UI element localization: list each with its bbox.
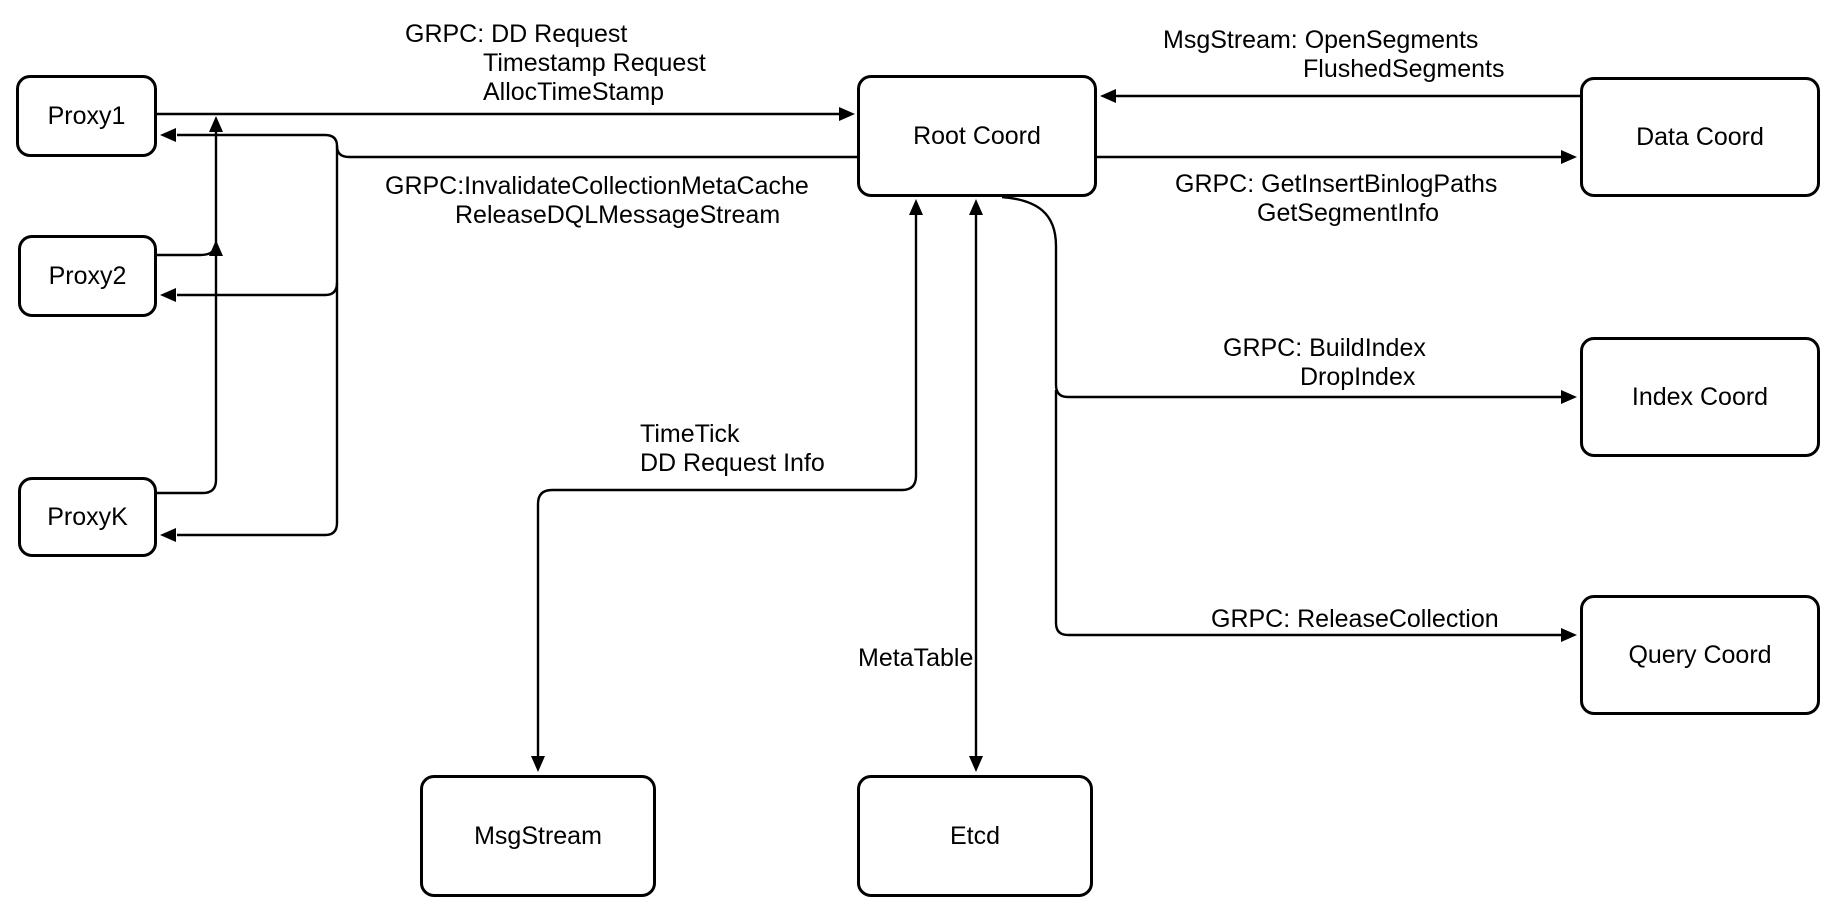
node-root-coord-label: Root Coord [913,121,1041,150]
label-metatable: MetaTable [858,644,973,673]
edge-proxies-to-rootcoord-arrowhead-right-icon [839,107,855,121]
label-timetick-line-1: TimeTick [640,420,740,448]
label-grpc-buildindex-line-1: GRPC: BuildIndex [1223,334,1426,362]
edge-rootcoord-etcd-arrowhead-down-icon [969,756,983,772]
edge-rootcoord-to-indexcoord [1001,195,1561,399]
label-grpc-getinsertbinlogpaths-line-1: GRPC: GetInsertBinlogPaths [1175,170,1498,198]
label-msgstream-opensegments-line-2: FlushedSegments [1303,55,1505,83]
node-data-coord-label: Data Coord [1636,122,1764,151]
node-index-coord-label: Index Coord [1631,382,1769,411]
edge-rootcoord-to-indexcoord-arrowhead-right-icon [1561,390,1577,404]
edge-rootcoord-msgstream-arrowhead-down-icon [531,756,545,772]
label-grpc-releasecollection: GRPC: ReleaseCollection [1211,605,1499,634]
edge-rootcoord-to-proxies [177,282,339,297]
edge-rootcoord-msgstream [536,214,918,757]
node-proxy2-label: Proxy2 [48,261,127,290]
label-grpc-dd-request-line-2: Timestamp Request [483,49,706,77]
label-grpc-getinsertbinlogpaths-line-2: GetSegmentInfo [1257,199,1440,227]
label-grpc-invalidate-line-1: GRPC:InvalidateCollectionMetaCache [385,172,809,200]
edge-rootcoord-to-proxies-arrowhead-left-icon [160,288,176,302]
edge-proxies-to-rootcoord-arrowhead-up-icon [209,116,223,132]
node-msgstream: MsgStream [420,775,656,897]
edge-proxies-to-rootcoord [157,132,218,495]
node-proxy1: Proxy1 [16,75,157,157]
edge-proxies-to-rootcoord [157,246,217,257]
edge-rootcoord-etcd-arrowhead-up-icon [969,199,983,215]
node-etcd: Etcd [857,775,1093,897]
edge-rootcoord-msgstream-arrowhead-up-icon [909,199,923,215]
edge-rootcoord-to-proxies-arrowhead-left-icon [160,128,176,142]
label-grpc-dd-request-line-1: GRPC: DD Request [405,20,628,48]
node-query-coord: Query Coord [1580,595,1820,715]
node-proxy1-label: Proxy1 [47,101,126,130]
label-timetick-line-2: DD Request Info [640,449,825,477]
edge-rootcoord-to-proxies [177,146,339,537]
edge-rootcoord-to-querycoord [1054,390,1561,637]
label-grpc-dd-request-line-3: AllocTimeStamp [483,78,665,106]
node-proxyk: ProxyK [18,477,157,557]
node-index-coord: Index Coord [1580,337,1820,457]
node-root-coord: Root Coord [857,75,1097,197]
node-data-coord: Data Coord [1580,77,1820,197]
edge-proxies-to-rootcoord-arrowhead-up-icon [209,240,223,256]
edge-rootcoord-to-querycoord-arrowhead-right-icon [1561,628,1577,642]
edge-rootcoord-to-proxies [177,133,857,159]
edge-rootcoord-to-proxies-arrowhead-left-icon [160,528,176,542]
node-etcd-label: Etcd [949,821,1001,850]
label-metatable-line-1: MetaTable [858,644,974,672]
node-query-coord-label: Query Coord [1628,640,1772,669]
edge-datacoord-to-rootcoord-arrowhead-left-icon [1100,89,1116,103]
node-proxy2: Proxy2 [18,235,157,317]
node-proxyk-label: ProxyK [47,502,128,531]
label-grpc-releasecollection-line-1: GRPC: ReleaseCollection [1211,605,1499,633]
edge-rootcoord-to-datacoord-arrowhead-right-icon [1561,150,1577,164]
label-grpc-buildindex-line-2: DropIndex [1300,363,1416,391]
node-msgstream-label: MsgStream [474,821,602,850]
label-grpc-invalidate-line-2: ReleaseDQLMessageStream [455,201,781,229]
label-msgstream-opensegments-line-1: MsgStream: OpenSegments [1163,26,1479,54]
